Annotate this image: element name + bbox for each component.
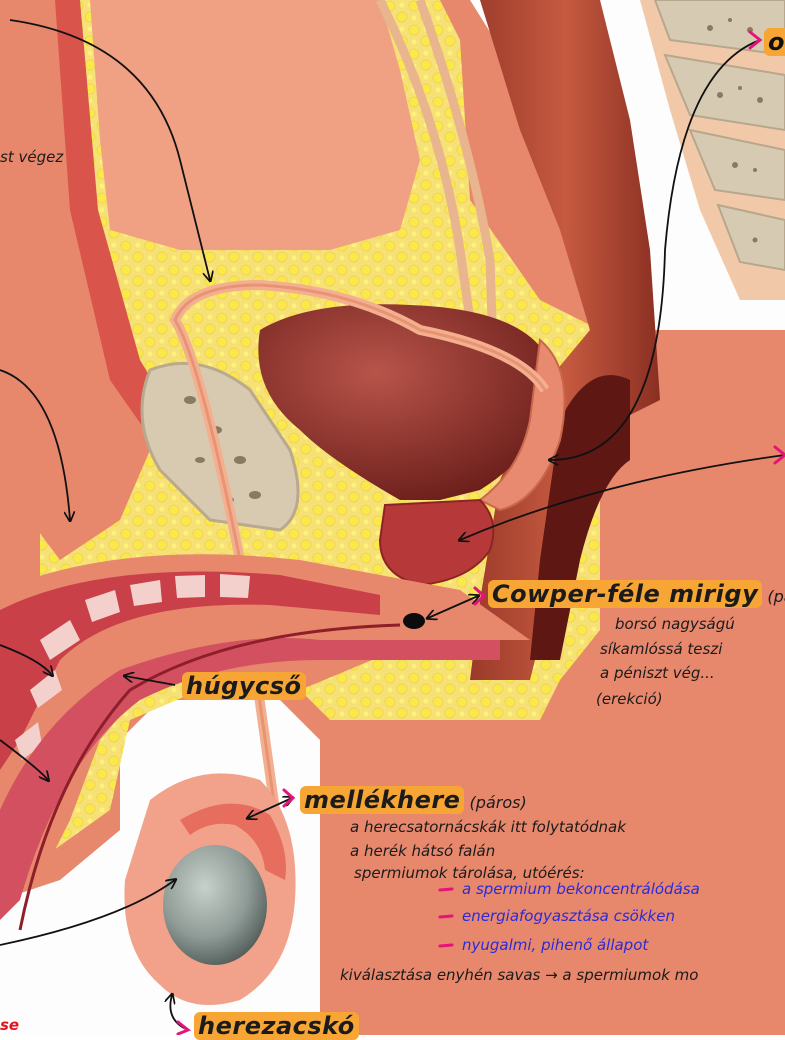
cowper-note-1: borsó nagyságú xyxy=(615,615,735,633)
cowper-label: Cowper-féle mirigy (páros) xyxy=(488,580,785,608)
bottom-left-label: se xyxy=(0,1016,19,1034)
testis xyxy=(163,845,267,965)
mellekhere-title: mellékhere xyxy=(300,786,464,814)
mellekhere-sub-1: a spermium bekoncentrálódása xyxy=(462,880,700,898)
cowper-gland xyxy=(403,613,425,629)
hugycso-label: húgycső xyxy=(182,672,306,700)
herezacsko-label: herezacskó xyxy=(194,1012,359,1040)
peritoneal-mass xyxy=(90,0,420,250)
mellekhere-note-2: a herék hátsó falán xyxy=(350,842,495,860)
mellekhere-sub-2: energiafogyasztása csökken xyxy=(462,907,675,925)
mellekhere-last-note: kiválasztása enyhén savas → a spermiumok… xyxy=(340,966,698,984)
mellekhere-label: mellékhere (páros) xyxy=(300,786,527,814)
cowper-suffix: (páros) xyxy=(767,587,785,606)
mellekhere-note-1: a herecsatornácskák itt folytatódnak xyxy=(350,818,626,836)
cowper-title: Cowper-féle mirigy xyxy=(488,580,762,608)
left-cut-label: st végez xyxy=(0,148,63,166)
cowper-note-4: (erekció) xyxy=(596,690,663,708)
cowper-note-3: a péniszt vég... xyxy=(600,664,715,682)
mellekhere-sub-3: nyugalmi, pihenő állapot xyxy=(462,936,648,954)
mellekhere-suffix: (páros) xyxy=(470,793,527,812)
top-right-label: o xyxy=(764,28,785,56)
cowper-note-2: síkamlóssá teszi xyxy=(600,640,722,658)
